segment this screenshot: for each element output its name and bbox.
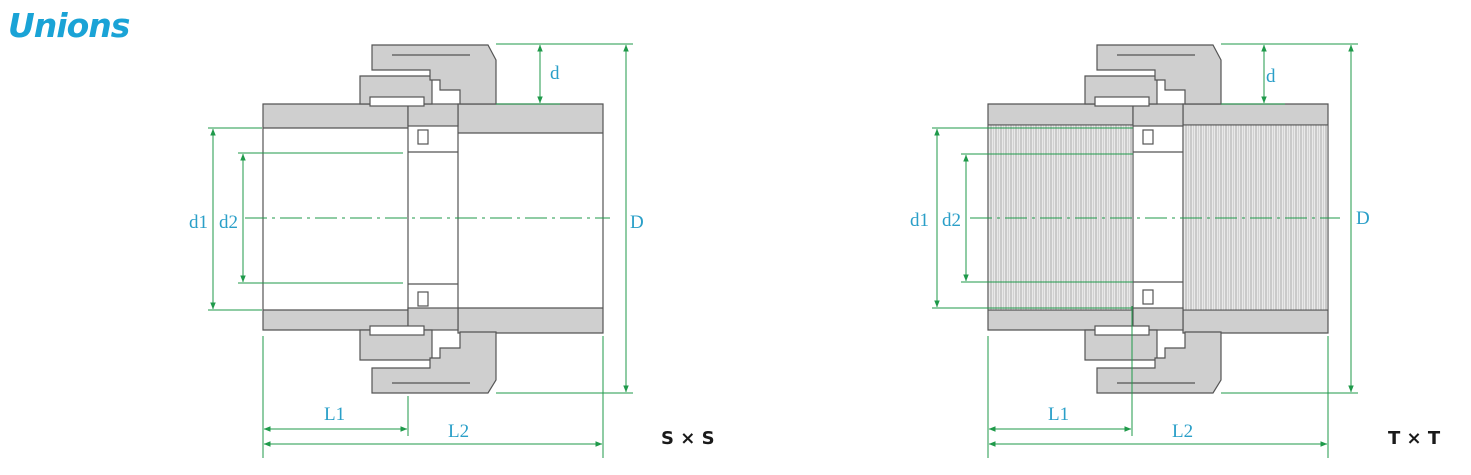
o-ring	[417, 129, 429, 145]
dimension-label-D: D	[1356, 208, 1370, 229]
gasket	[1132, 103, 1184, 127]
o-ring	[417, 291, 429, 307]
union-nut	[1096, 44, 1222, 105]
socket-union-drawing: d1 d2 d D L1 L2	[189, 43, 644, 458]
dimension-label-d2: d2	[942, 210, 961, 231]
union-nut	[371, 331, 497, 394]
dimension-label-L1: L1	[324, 404, 345, 425]
dimension-label-d: d	[1266, 66, 1276, 87]
union-nut	[1096, 331, 1222, 394]
variant-label-socket-socket: S × S	[661, 428, 715, 449]
dimension-label-d: d	[550, 63, 560, 84]
dimension-label-L1: L1	[1048, 404, 1069, 425]
dimension-label-D: D	[630, 212, 644, 233]
threaded-union-drawing: d1 d2 d D L1 L2	[910, 43, 1370, 458]
dimension-label-d2: d2	[219, 212, 238, 233]
gasket	[1132, 307, 1184, 331]
dimension-label-L2: L2	[448, 421, 469, 442]
o-ring	[1142, 289, 1154, 305]
page-title: Unions	[8, 6, 130, 45]
dimension-label-d1: d1	[910, 210, 929, 231]
variant-label-thread-thread: T × T	[1388, 428, 1441, 449]
socket-half-left	[262, 103, 409, 331]
union-nut	[371, 44, 497, 105]
gasket	[407, 103, 459, 127]
gasket	[407, 307, 459, 331]
dimension-label-L2: L2	[1172, 421, 1193, 442]
dimension-label-d1: d1	[189, 212, 208, 233]
o-ring	[1142, 129, 1154, 145]
